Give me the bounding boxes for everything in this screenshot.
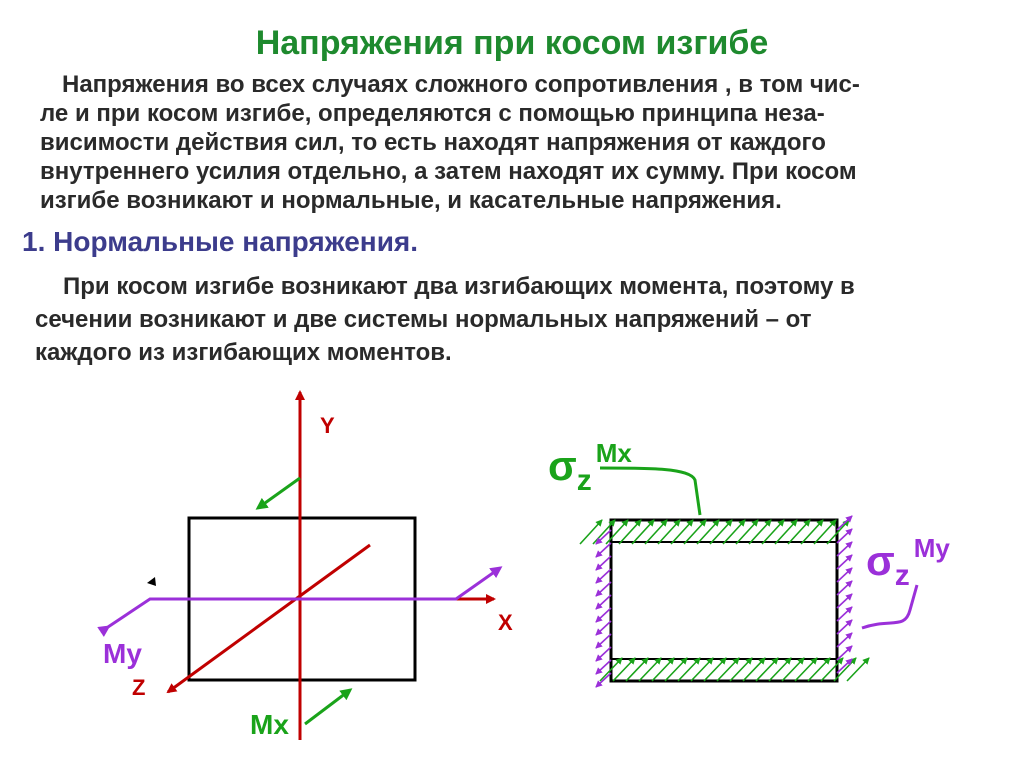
body-line: сечении возникают и две системы нормальн… xyxy=(35,306,812,333)
stress-arrow xyxy=(826,519,850,545)
stress-arrow xyxy=(664,657,688,682)
stress-arrow xyxy=(820,657,844,682)
stress-arrow xyxy=(638,657,662,682)
stress-arrow xyxy=(836,528,853,544)
stress-arrow xyxy=(595,607,612,623)
mx-moment-vector-top xyxy=(255,476,301,510)
stress-arrow xyxy=(683,519,707,545)
stress-arrow xyxy=(836,541,853,557)
stress-arrow xyxy=(595,555,612,571)
stress-arrow xyxy=(651,657,675,682)
stress-arrow xyxy=(755,657,779,682)
moment-mx-label: Mx xyxy=(250,709,289,740)
stress-arrow xyxy=(836,554,853,570)
stress-diagram: σzMx σzMy xyxy=(548,438,950,688)
stress-arrow xyxy=(670,519,694,545)
left-stress-arrows xyxy=(595,529,612,688)
axis-x-label: X xyxy=(498,610,513,635)
body-line: При косом изгибе возникают два изгибающи… xyxy=(63,273,855,300)
page-title: Напряжения при косом изгибе xyxy=(255,24,769,62)
intro-line: изгибе возникают и нормальные, и касател… xyxy=(40,187,782,214)
axis-y-label: Y xyxy=(320,413,335,438)
stress-arrow xyxy=(703,657,727,682)
sigma-my-leader xyxy=(861,584,919,630)
right-stress-arrows xyxy=(836,515,853,674)
stress-arrow xyxy=(800,519,824,545)
axis-z-label: Z xyxy=(132,675,145,700)
stress-arrow xyxy=(618,519,642,545)
stress-arrow xyxy=(836,515,853,531)
stress-arrow xyxy=(595,594,612,610)
stress-arrow xyxy=(612,657,636,682)
stress-arrow xyxy=(836,580,853,596)
stress-arrow xyxy=(836,632,853,648)
stress-arrow xyxy=(716,657,740,682)
intro-line: висимости действия сил, то есть находят … xyxy=(40,129,826,156)
small-marker xyxy=(147,577,156,586)
stress-arrow xyxy=(595,529,612,545)
stress-arrow xyxy=(761,519,785,545)
body-paragraph: При косом изгибе возникают два изгибающи… xyxy=(35,270,1005,369)
stress-arrow xyxy=(836,606,853,622)
section-heading: 1. Нормальные напряжения. xyxy=(22,226,419,257)
stress-arrow xyxy=(595,542,612,558)
intro-line: Напряжения во всех случаях сложного сопр… xyxy=(62,71,860,98)
stress-arrow xyxy=(836,619,853,635)
stress-arrow xyxy=(595,633,612,649)
stress-arrow xyxy=(595,620,612,636)
stress-arrow xyxy=(836,593,853,609)
z-axis xyxy=(166,543,371,694)
stress-arrow xyxy=(729,657,753,682)
stress-arrow xyxy=(735,519,759,545)
sigma-mx-symbol: σzMx xyxy=(548,438,632,497)
stress-arrow xyxy=(794,657,818,682)
stress-arrow xyxy=(836,645,853,661)
cross-section-diagram: Y X Z My Mx xyxy=(97,390,513,740)
stress-arrow xyxy=(768,657,792,682)
body-line: каждого из изгибающих моментов. xyxy=(35,339,452,366)
stress-arrow xyxy=(579,519,603,545)
stress-arrow xyxy=(836,567,853,583)
stress-arrow xyxy=(595,581,612,597)
stress-arrow xyxy=(836,658,853,674)
stress-arrow xyxy=(595,646,612,662)
stress-arrow xyxy=(807,657,831,682)
stress-arrow xyxy=(709,519,733,545)
mx-moment-vector xyxy=(304,688,353,726)
stress-arrow xyxy=(690,657,714,682)
stress-arrow xyxy=(595,568,612,584)
stress-arrow xyxy=(846,657,870,682)
bottom-stress-arrows xyxy=(599,657,870,682)
stress-arrow xyxy=(631,519,655,545)
stress-arrow xyxy=(813,519,837,545)
stress-arrow xyxy=(657,519,681,545)
intro-line: внутреннего усилия отдельно, а затем нах… xyxy=(40,158,857,185)
stress-arrow xyxy=(599,657,623,682)
stress-section-rect xyxy=(609,518,839,683)
stress-arrow xyxy=(644,519,668,545)
stress-arrow xyxy=(787,519,811,545)
stress-arrow xyxy=(774,519,798,545)
stress-arrow xyxy=(748,519,772,545)
intro-line: ле и при косом изгибе, определяются с по… xyxy=(40,100,825,127)
stress-arrow xyxy=(696,519,720,545)
intro-paragraph: Напряжения во всех случаях сложного сопр… xyxy=(40,70,1000,215)
stress-arrow xyxy=(781,657,805,682)
stress-arrow xyxy=(722,519,746,545)
moment-my-label: My xyxy=(103,638,142,669)
stress-arrow xyxy=(595,659,612,675)
stress-arrow xyxy=(605,519,629,545)
sigma-mx-leader xyxy=(599,466,702,516)
stress-arrow xyxy=(625,657,649,682)
my-moment-vector xyxy=(97,566,503,637)
stress-arrow xyxy=(677,657,701,682)
stress-arrow xyxy=(742,657,766,682)
sigma-my-symbol: σzMy xyxy=(866,533,950,592)
stress-arrow xyxy=(595,672,612,688)
top-stress-arrows xyxy=(579,519,850,545)
